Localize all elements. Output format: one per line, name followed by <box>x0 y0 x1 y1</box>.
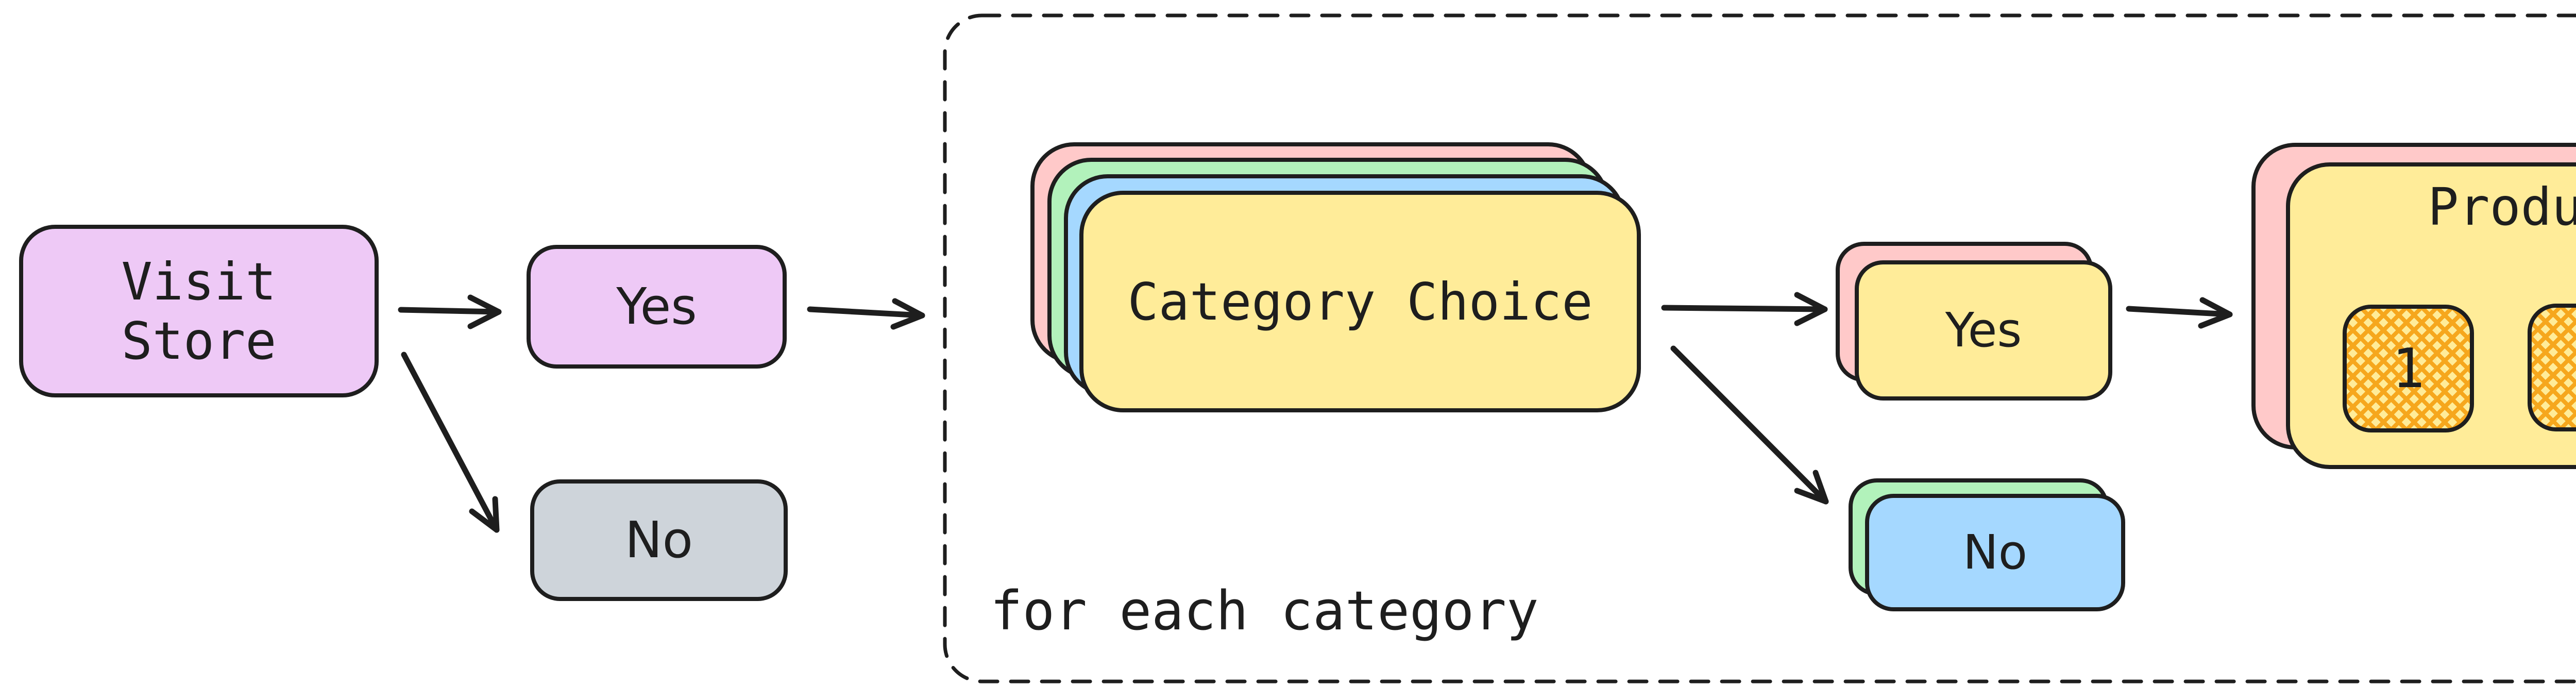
category-yes-card: Yes <box>1855 260 2112 401</box>
product-option-2: 2 <box>2528 304 2576 431</box>
arrow-visit-to-no <box>401 352 500 533</box>
visit-store-node: Visit Store <box>19 225 379 397</box>
arrow-yes-to-product-choice <box>2126 297 2233 329</box>
arrow-yes-to-frame <box>807 298 925 330</box>
store-no-node: No <box>530 479 788 601</box>
category-yes-label: Yes <box>1945 303 2022 358</box>
checkmark-icon: ✓ <box>2546 238 2576 312</box>
product-option-1: 1 <box>2343 305 2474 432</box>
category-yes-node: Yes <box>1836 242 2112 401</box>
product-choice-title: Product Choice <box>2428 177 2576 237</box>
arrow-visit-to-yes <box>398 294 502 329</box>
category-no-node: No <box>1849 478 2125 611</box>
category-no-card: No <box>1865 494 2125 611</box>
category-choice-node: Category Choice <box>1030 142 1641 412</box>
store-yes-node: Yes <box>527 245 787 369</box>
store-yes-label: Yes <box>616 277 697 336</box>
product-choice-card: Product Choice ✓ 1 2 ... N <box>2286 162 2576 469</box>
visit-store-label-line2: Store <box>121 310 277 371</box>
for-each-category-frame-border <box>943 13 2576 684</box>
category-choice-card: Category Choice <box>1079 191 1641 412</box>
product-choice-node: Product Choice ✓ 1 2 ... N <box>2251 143 2576 469</box>
arrow-category-to-no <box>1670 345 1829 505</box>
category-choice-label: Category Choice <box>1127 271 1593 332</box>
visit-store-label-line1: Visit <box>121 251 277 312</box>
store-no-label: No <box>625 511 693 570</box>
product-option-1-label: 1 <box>2392 337 2425 400</box>
frame-label: for each category <box>990 579 1539 642</box>
category-no-label: No <box>1962 525 2028 580</box>
arrow-category-to-yes <box>1661 292 1828 326</box>
